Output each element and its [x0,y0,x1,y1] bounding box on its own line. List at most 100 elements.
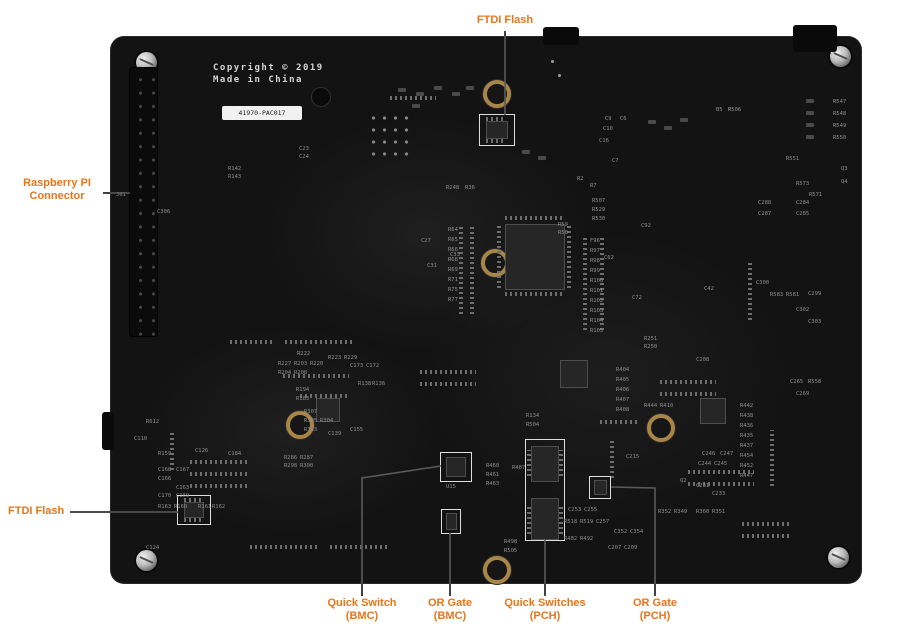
silkscreen-label: R442 [740,403,754,409]
pad-array [527,504,531,534]
callout-text: FTDI Flash [476,14,534,26]
silkscreen-label: R444 [644,403,658,409]
silkscreen-label: R460 [486,463,500,469]
silkscreen-label: R136 [372,381,386,387]
smd-component [398,88,406,92]
silkscreen-label: R183 [296,396,310,402]
silkscreen-label: C166 [158,476,172,482]
pad-array [505,216,563,220]
part-number-sticker: 41970-PAC017 [222,106,302,120]
silkscreen-label: C124 [146,545,160,551]
silkscreen-label: C215 [626,454,640,460]
smd-component [806,99,814,103]
silkscreen-label: R7 [590,183,597,189]
left-edge-component [102,412,114,450]
pad-array [390,96,436,100]
silkscreen-label: R505 [504,548,518,554]
silkscreen-label: R303 [304,427,318,433]
silkscreen-label: Q2 [680,478,687,484]
smd-component [664,126,672,130]
silkscreen-label: C172 [366,363,380,369]
silkscreen-label: R71 [448,277,458,283]
silkscreen-label: R519 [580,519,594,525]
smd-component [522,150,530,154]
silkscreen-label: C255 [584,507,598,513]
corner-screw-bottom-left [136,550,157,571]
silkscreen-label: C168 [158,467,172,473]
silkscreen-label: Q4 [841,179,848,185]
silkscreen-label: R251 [644,336,658,342]
mounting-hole [647,414,675,442]
callout-text: (BMC) [345,610,379,622]
pad-array [170,430,174,470]
copyright-line2: Made in China [213,75,303,85]
silkscreen-label: C244 [698,461,712,467]
ic-footprint [505,224,565,290]
silkscreen-label: C269 [796,391,810,397]
silkscreen-label: R406 [616,387,630,393]
silkscreen-label: R360 [696,509,710,515]
callout-text: Quick Switch [327,597,397,609]
pad-array [770,430,774,486]
copyright-line1: Copyright © 2019 [213,63,324,73]
silkscreen-label: R351 [712,509,726,515]
silkscreen-label: R573 [796,181,810,187]
test-pad [551,60,554,63]
pad-array [497,224,501,288]
silkscreen-label: R142 [228,166,242,172]
silkscreen-label: R352 [658,509,672,515]
smd-component [648,120,656,124]
pad-array [567,224,571,288]
silkscreen-label: C110 [134,436,148,442]
silkscreen-label: R304 [320,418,334,424]
silkscreen-label: R436 [740,423,754,429]
silkscreen-label: J61 [116,192,126,198]
pad-array [470,226,474,314]
silkscreen-label: R405 [616,377,630,383]
pad-array [660,392,716,396]
silkscreen-label: C42 [704,286,714,292]
callout-raspberry-pi-connector: Raspberry PI Connector [10,177,104,203]
silkscreen-label: R307 [304,409,318,415]
silkscreen-label: R58 [558,230,568,236]
silkscreen-label: R163 [158,504,172,510]
callout-text: (PCH) [639,610,671,622]
silkscreen-label: R298 [284,463,298,469]
silkscreen-label: R504 [526,422,540,428]
callout-text: (BMC) [433,610,467,622]
pad-array [583,238,587,330]
silkscreen-label: C352 [614,529,628,535]
silkscreen-label: C208 [696,357,710,363]
silkscreen-label: C6 [620,116,627,122]
silkscreen-label: C300 [756,280,770,286]
silkscreen-label: C233 [712,491,726,497]
smd-component [806,123,814,127]
silkscreen-label: R408 [616,407,630,413]
smd-component [680,118,688,122]
smd-component [466,86,474,90]
silkscreen-label: R435 [740,433,754,439]
silkscreen-label: R194 [296,387,310,393]
pad-array [660,380,716,384]
silkscreen-label: R461 [486,472,500,478]
silkscreen-label: C16 [599,138,609,144]
silkscreen-label: C257 [596,519,610,525]
silkscreen-label: R506 [728,107,742,113]
silkscreen-label: C126 [195,448,209,454]
via-grid [368,112,414,162]
silkscreen-label: R287 [300,455,314,461]
silkscreen-label: C231 [696,483,710,489]
pad-array [486,117,506,121]
silkscreen-label: F96 [590,238,600,244]
silkscreen-label: R159 [158,451,172,457]
pad-array [486,139,506,143]
silkscreen-label: R208 [294,370,308,376]
silkscreen-label: R571 [809,192,823,198]
pad-array [742,522,792,526]
mounting-hole [286,411,314,439]
pad-array [420,370,476,374]
silkscreen-label: C265 [790,379,804,385]
silkscreen-label: R529 [592,207,606,213]
silkscreen-label: C27 [421,238,431,244]
ftdi-flash-chip-left [184,502,204,518]
